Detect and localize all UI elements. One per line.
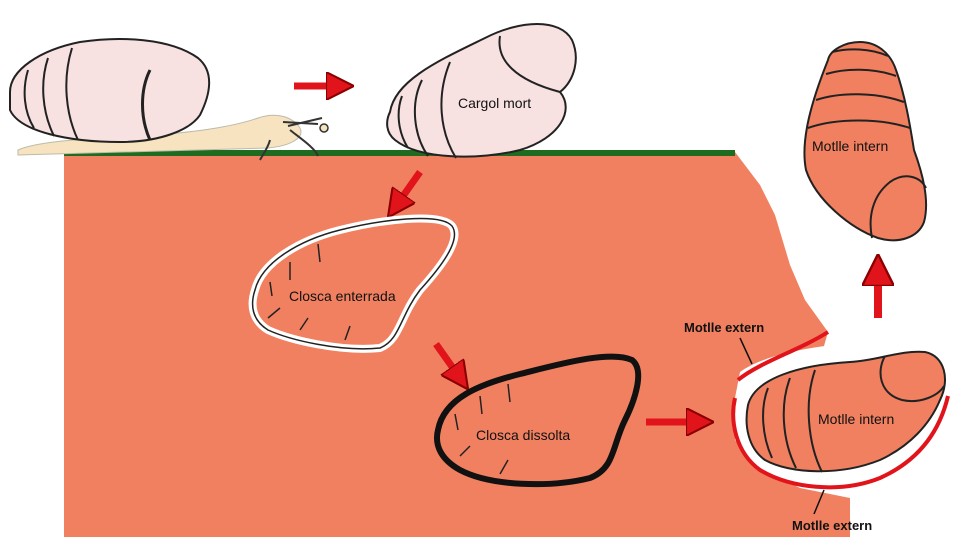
living-snail [10,39,328,160]
label-external-mould-bottom: Motlle extern [792,518,872,533]
label-dissolved-shell: Closca dissolta [476,427,570,443]
internal-mould-upper: Motlle intern [804,42,926,240]
label-internal-mould-upper: Motlle intern [812,138,888,154]
sediment-block [64,152,850,537]
label-internal-mould-lower: Motlle intern [818,411,894,427]
label-buried-shell: Closca enterrada [289,288,396,304]
snail-shell [10,39,209,142]
label-external-mould-top: Motlle extern [684,320,764,335]
label-dead-snail: Cargol mort [458,95,531,111]
dead-snail-shell: Cargol mort [387,24,576,158]
